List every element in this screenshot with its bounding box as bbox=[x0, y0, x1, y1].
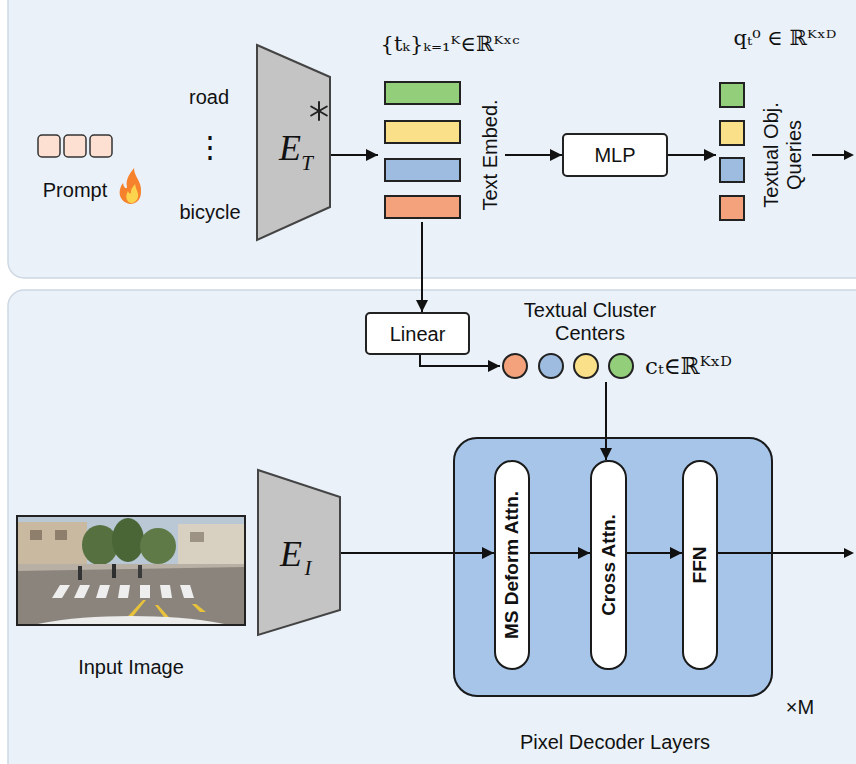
node-text: Textual Cluster Centers bbox=[515, 299, 665, 345]
snowflake-icon bbox=[311, 102, 327, 120]
node-text: Pixel Decoder Layers bbox=[520, 731, 710, 754]
node-text: cₜ∈ℝᴷˣᴰ bbox=[645, 353, 732, 379]
query-squares bbox=[720, 83, 744, 220]
cluster-circles bbox=[503, 354, 633, 378]
road-scene-image bbox=[17, 516, 245, 625]
text-encoder: ET bbox=[257, 45, 330, 240]
node-text: Input Image bbox=[78, 656, 184, 679]
node-text: Linear bbox=[390, 322, 446, 345]
class-name-label: bicycle bbox=[179, 201, 240, 224]
trapezoid bbox=[257, 45, 330, 240]
class-name-label: ⋮ bbox=[195, 132, 225, 162]
flow-arrow bbox=[340, 552, 494, 554]
node-text: E bbox=[279, 128, 301, 169]
pixel-decoder: ×MPixel Decoder LayersMS Deform Attn.Cro… bbox=[453, 437, 773, 697]
flow-arrow bbox=[668, 154, 716, 156]
text-embedding-bars bbox=[385, 82, 460, 218]
node-text: {tₖ}ₖ₌₁ᴷ∈ℝᴷˣᶜ bbox=[381, 32, 520, 56]
node-text: I bbox=[305, 556, 312, 580]
node-text: Textual Obj. Queries bbox=[760, 90, 806, 220]
node-text: Prompt bbox=[43, 179, 107, 202]
linear-box: Linear bbox=[365, 312, 470, 355]
node-text: ×M bbox=[786, 696, 814, 719]
image-frame bbox=[17, 516, 245, 625]
top-panel bbox=[8, 0, 856, 278]
flow-arrow bbox=[421, 222, 423, 312]
cluster-center-group: Textual Cluster Centerscₜ∈ℝᴷˣᴰ bbox=[500, 300, 640, 382]
cross-attn-box: Cross Attn. bbox=[590, 460, 627, 670]
node-text: T bbox=[301, 151, 313, 175]
node-text: FFN bbox=[689, 547, 711, 584]
prompt-tokens bbox=[38, 135, 112, 157]
mlp-box: MLP bbox=[562, 133, 668, 177]
pixel-decoder-fill bbox=[453, 437, 773, 697]
node-text: Text Embed. bbox=[479, 99, 502, 210]
class-name-label: road bbox=[189, 86, 229, 109]
text-embed-group: {tₖ}ₖ₌₁ᴷ∈ℝᴷˣᶜText Embed. bbox=[378, 80, 505, 222]
deform-attn-box: MS Deform Attn. bbox=[494, 460, 530, 670]
bottom-panel bbox=[8, 290, 856, 764]
text-query-group: qₜ⁰ ∈ ℝᴷˣᴰTextual Obj. Queries bbox=[716, 80, 808, 222]
node-text: Cross Attn. bbox=[598, 514, 620, 616]
trapezoid bbox=[258, 470, 340, 635]
node-text: MLP bbox=[594, 144, 635, 167]
ffn-box: FFN bbox=[682, 460, 718, 670]
node-text: MS Deform Attn. bbox=[501, 491, 523, 639]
input-image-group: Input Image bbox=[17, 516, 245, 625]
flow-arrow bbox=[420, 355, 500, 366]
prompt-group: Prompt bbox=[36, 133, 114, 205]
flow-arrow bbox=[505, 154, 562, 156]
node-text: qₜ⁰ ∈ ℝᴷˣᴰ bbox=[734, 26, 837, 50]
flow-arrow bbox=[605, 382, 607, 460]
flow-arrow bbox=[530, 552, 590, 554]
image-encoder: EI bbox=[258, 470, 340, 635]
output-arrows bbox=[716, 150, 854, 558]
node-text: E bbox=[280, 534, 302, 575]
flow-arrow bbox=[627, 552, 682, 554]
flow-arrow bbox=[330, 154, 378, 156]
flame-icon bbox=[120, 168, 141, 204]
